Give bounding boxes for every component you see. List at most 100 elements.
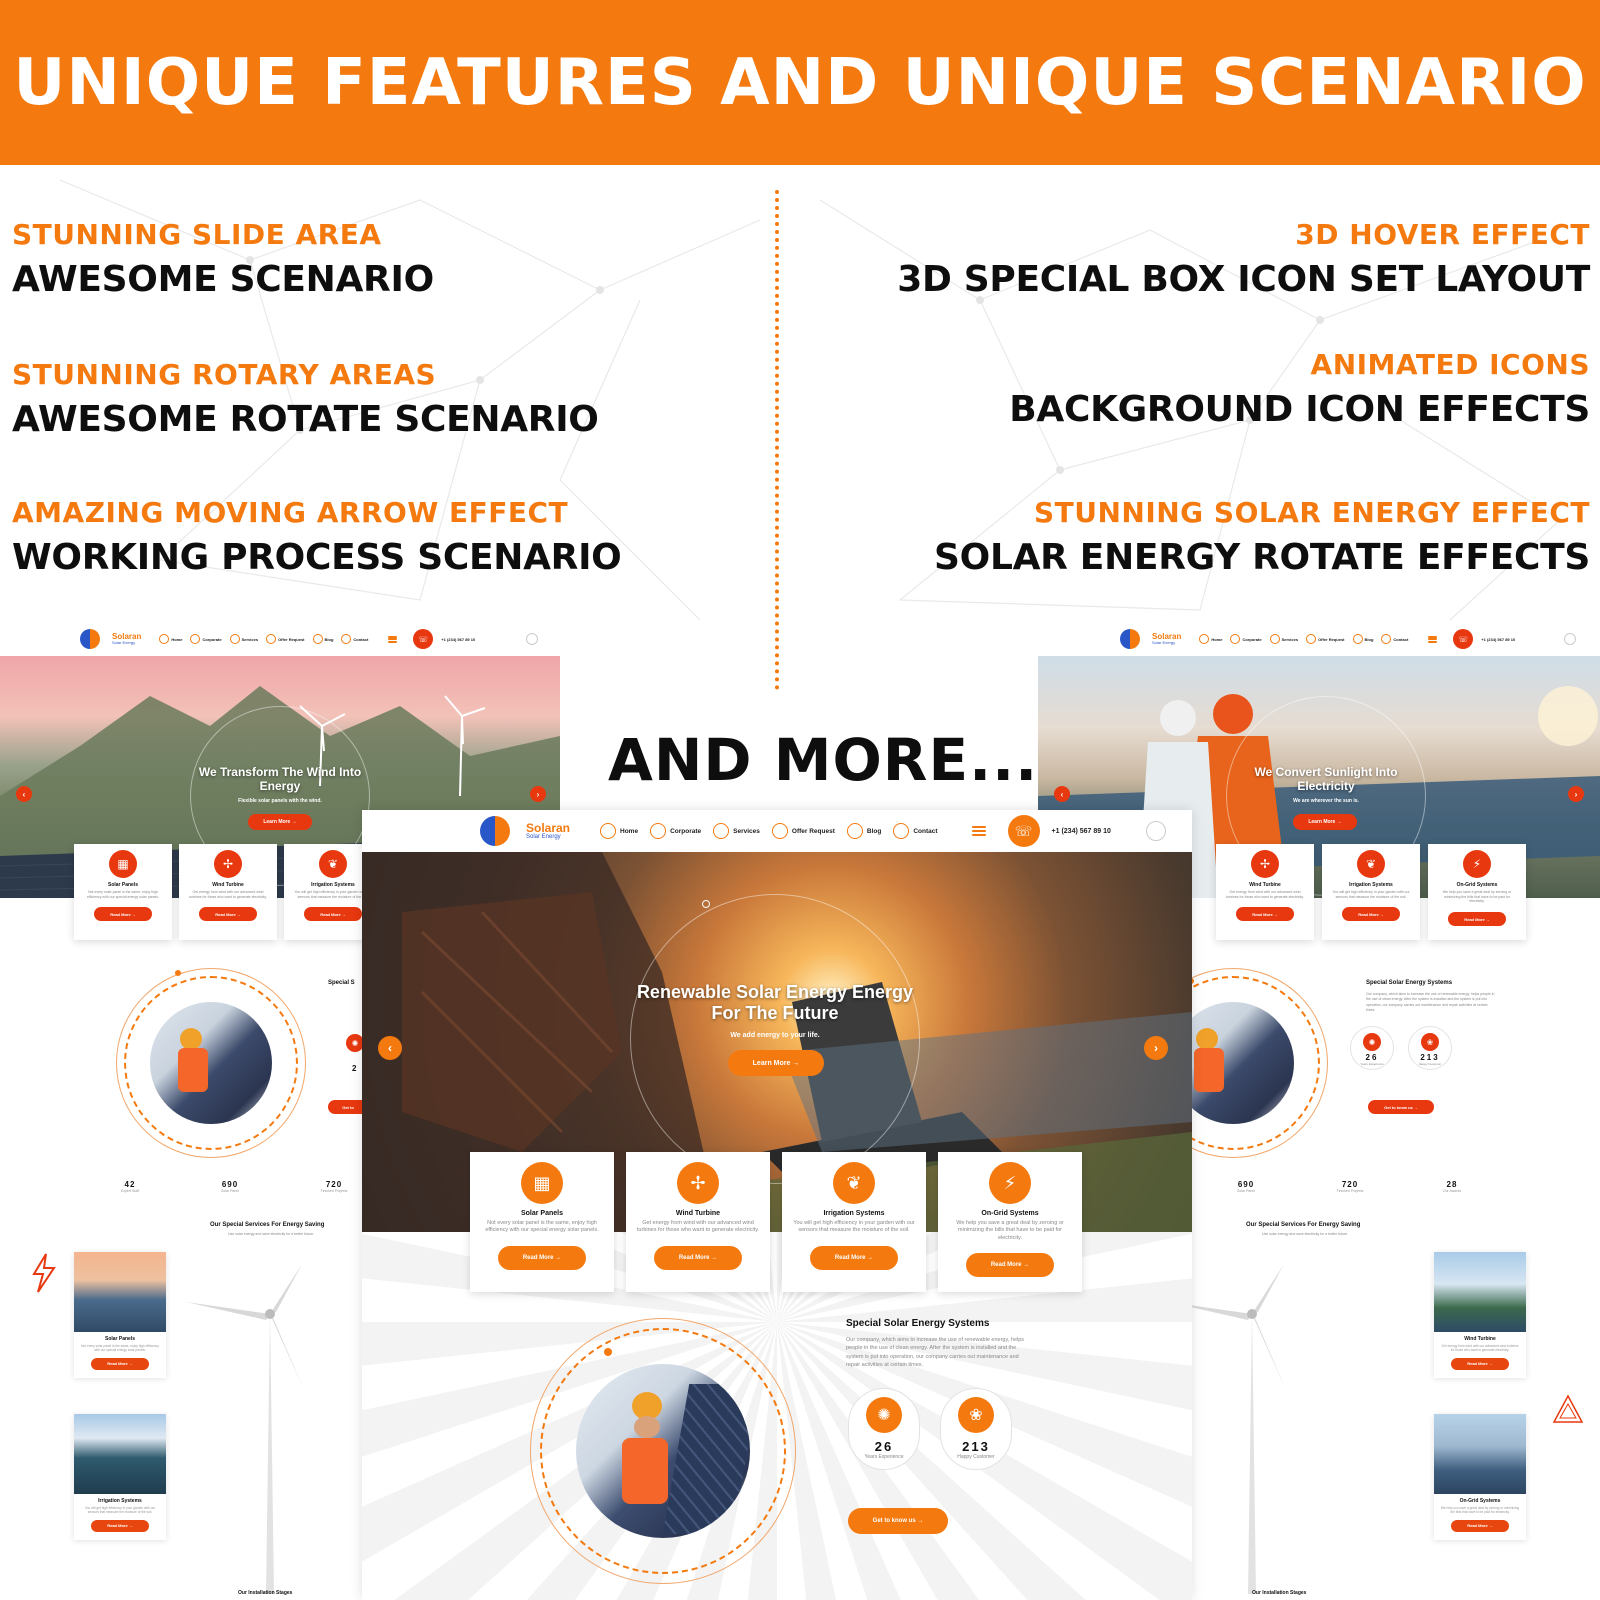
wind-turbine-illustration xyxy=(1168,1264,1286,1594)
phone-number[interactable]: +1 (234) 567 89 10 xyxy=(1051,827,1111,835)
read-more-button[interactable]: Read More → xyxy=(1236,907,1294,922)
left-service-solar-panels[interactable]: Solar Panels Not every solar panel is th… xyxy=(74,1252,166,1378)
center-card-solar-panels[interactable]: ▦ Solar Panels Not every solar panel is … xyxy=(470,1152,614,1292)
phone-icon[interactable]: ☏ xyxy=(413,629,434,649)
next-slide-button[interactable]: › xyxy=(1568,786,1584,802)
feature-title: WORKING PROCESS SCENARIO xyxy=(12,537,622,578)
read-more-button[interactable]: Read More → xyxy=(1448,912,1506,927)
top-banner: UNIQUE FEATURES AND UNIQUE SCENARIO xyxy=(0,0,1600,165)
feature-title: SOLAR ENERGY ROTATE EFFECTS xyxy=(934,537,1590,578)
read-more-button[interactable]: Read More → xyxy=(1342,907,1400,922)
read-more-button[interactable]: Read More → xyxy=(810,1245,898,1270)
hamburger-icon[interactable] xyxy=(388,635,398,643)
get-to-know-button[interactable]: Get to know us → xyxy=(848,1508,948,1534)
prev-slide-button[interactable]: ‹ xyxy=(1054,786,1070,802)
read-more-button[interactable]: Read More → xyxy=(1451,1519,1509,1532)
get-to-know-button[interactable]: Get to know us → xyxy=(1368,1100,1434,1114)
about-title: Special S xyxy=(328,980,355,986)
lightbulb-icon: ✺ xyxy=(346,1034,364,1052)
read-more-button[interactable]: Read More → xyxy=(654,1245,742,1270)
read-more-button[interactable]: Read More → xyxy=(91,1519,149,1532)
center-card-irrigation[interactable]: ❦ Irrigation Systems You will get high e… xyxy=(782,1152,926,1292)
about-title: Special Solar Energy Systems xyxy=(1366,980,1453,986)
get-to-know-button[interactable]: Get to xyxy=(328,1100,368,1114)
nav-contact[interactable]: Contact xyxy=(341,634,368,644)
nav-ring-icon xyxy=(341,634,352,644)
nav-ring-icon xyxy=(1381,634,1392,644)
wind-turbine-illustration xyxy=(186,1264,304,1594)
logo-text: Solaran Solar Energy xyxy=(1152,633,1181,645)
stat-expert-staff: 42 Expert Staff xyxy=(120,1180,140,1193)
nav-offer-request[interactable]: Offer Request xyxy=(771,823,835,839)
service-photo xyxy=(1434,1252,1526,1332)
nav-services[interactable]: Services xyxy=(1269,634,1298,644)
right-service-wind-turbine[interactable]: Wind Turbine Get energy from wind with o… xyxy=(1434,1252,1526,1378)
left-card-wind-turbine[interactable]: ✢ Wind Turbine Get energy from wind with… xyxy=(179,844,277,940)
nav-blog[interactable]: Blog xyxy=(312,634,333,644)
prev-slide-button[interactable]: ‹ xyxy=(378,1036,402,1060)
hamburger-icon[interactable] xyxy=(1428,635,1438,643)
hero-learn-more-button[interactable]: Learn More → xyxy=(1293,814,1357,830)
nav-home[interactable]: Home xyxy=(1199,634,1222,644)
hero-learn-more-button[interactable]: Learn More → xyxy=(728,1050,824,1076)
orbit-dot xyxy=(702,900,710,908)
nav-contact[interactable]: Contact xyxy=(1381,634,1408,644)
right-service-on-grid[interactable]: On-Grid Systems We help you save a great… xyxy=(1434,1414,1526,1540)
read-more-button[interactable]: Read More → xyxy=(199,907,257,922)
prev-slide-button[interactable]: ‹ xyxy=(16,786,32,802)
hardhat-shape xyxy=(632,1392,662,1420)
read-more-button[interactable]: Read More → xyxy=(966,1253,1054,1278)
nav-corporate[interactable]: Corporate xyxy=(190,634,222,644)
center-card-on-grid[interactable]: ⚡ On-Grid Systems We help you save a gre… xyxy=(938,1152,1082,1292)
center-card-wind-turbine[interactable]: ✢ Wind Turbine Get energy from wind with… xyxy=(626,1152,770,1292)
nav-offer-request[interactable]: Offer Request xyxy=(266,634,305,644)
hero-learn-more-button[interactable]: Learn More → xyxy=(248,814,312,830)
read-more-button[interactable]: Read More → xyxy=(498,1245,586,1270)
solar-panel-icon: ▦ xyxy=(109,850,137,878)
nav-services[interactable]: Services xyxy=(713,823,760,839)
search-icon[interactable] xyxy=(526,633,538,645)
left-card-solar-panels[interactable]: ▦ Solar Panels Not every solar panel is … xyxy=(74,844,172,940)
nav-blog[interactable]: Blog xyxy=(1352,634,1373,644)
read-more-button[interactable]: Read More → xyxy=(1451,1357,1509,1370)
vest-shape xyxy=(622,1438,668,1504)
phone-number[interactable]: +1 (234) 567 89 10 xyxy=(441,636,476,642)
stat-solar-panel: 690 Solar Panel xyxy=(220,1180,240,1193)
services-subtitle: Use solar energy and save electricity fo… xyxy=(228,1232,314,1236)
irrigation-icon: ❦ xyxy=(1357,850,1385,878)
phone-icon[interactable]: ☏ xyxy=(1007,815,1040,847)
phone-icon[interactable]: ☏ xyxy=(1453,629,1474,649)
feature-subtitle: 3D HOVER EFFECT xyxy=(1295,218,1590,251)
search-icon[interactable] xyxy=(1146,821,1166,841)
right-card-irrigation[interactable]: ❦ Irrigation Systems You will get high e… xyxy=(1322,844,1420,940)
nav-corporate[interactable]: Corporate xyxy=(1230,634,1262,644)
nav-corporate[interactable]: Corporate xyxy=(650,823,701,839)
feature-solar-rotate: STUNNING SOLAR ENERGY EFFECT SOLAR ENERG… xyxy=(934,496,1590,578)
stat-finished-projects: 720 Finished Projects xyxy=(1336,1180,1364,1193)
vest-shape xyxy=(178,1048,208,1092)
next-slide-button[interactable]: › xyxy=(530,786,546,802)
right-card-wind-turbine[interactable]: ✢ Wind Turbine Get energy from wind with… xyxy=(1216,844,1314,940)
phone-number[interactable]: +1 (234) 567 89 10 xyxy=(1481,636,1516,642)
hamburger-icon[interactable] xyxy=(971,826,986,836)
rotary-ring xyxy=(116,968,306,1158)
read-more-button[interactable]: Read More → xyxy=(91,1357,149,1370)
plant-hand-icon: ❀ xyxy=(1421,1033,1439,1051)
right-card-on-grid[interactable]: ⚡ On-Grid Systems We help you save a gre… xyxy=(1428,844,1526,940)
search-icon[interactable] xyxy=(1564,633,1576,645)
stat-happy-customer: ❀ 213 Happy Customer xyxy=(1408,1026,1452,1070)
nav-home[interactable]: Home xyxy=(600,823,638,839)
left-service-irrigation[interactable]: Irrigation Systems You will get high eff… xyxy=(74,1414,166,1540)
next-slide-button[interactable]: › xyxy=(1144,1036,1168,1060)
nav-blog[interactable]: Blog xyxy=(846,823,881,839)
nav-services[interactable]: Services xyxy=(229,634,258,644)
read-more-button[interactable]: Read More → xyxy=(94,907,152,922)
plant-hand-icon: ❀ xyxy=(958,1397,994,1433)
nav-contact[interactable]: Contact xyxy=(893,823,938,839)
about-title: Special Solar Energy Systems xyxy=(846,1318,990,1329)
nav-ring-icon xyxy=(600,823,617,839)
read-more-button[interactable]: Read More → xyxy=(304,907,362,922)
nav-offer-request[interactable]: Offer Request xyxy=(1306,634,1345,644)
nav-home[interactable]: Home xyxy=(159,634,182,644)
nav-ring-icon xyxy=(159,634,170,644)
